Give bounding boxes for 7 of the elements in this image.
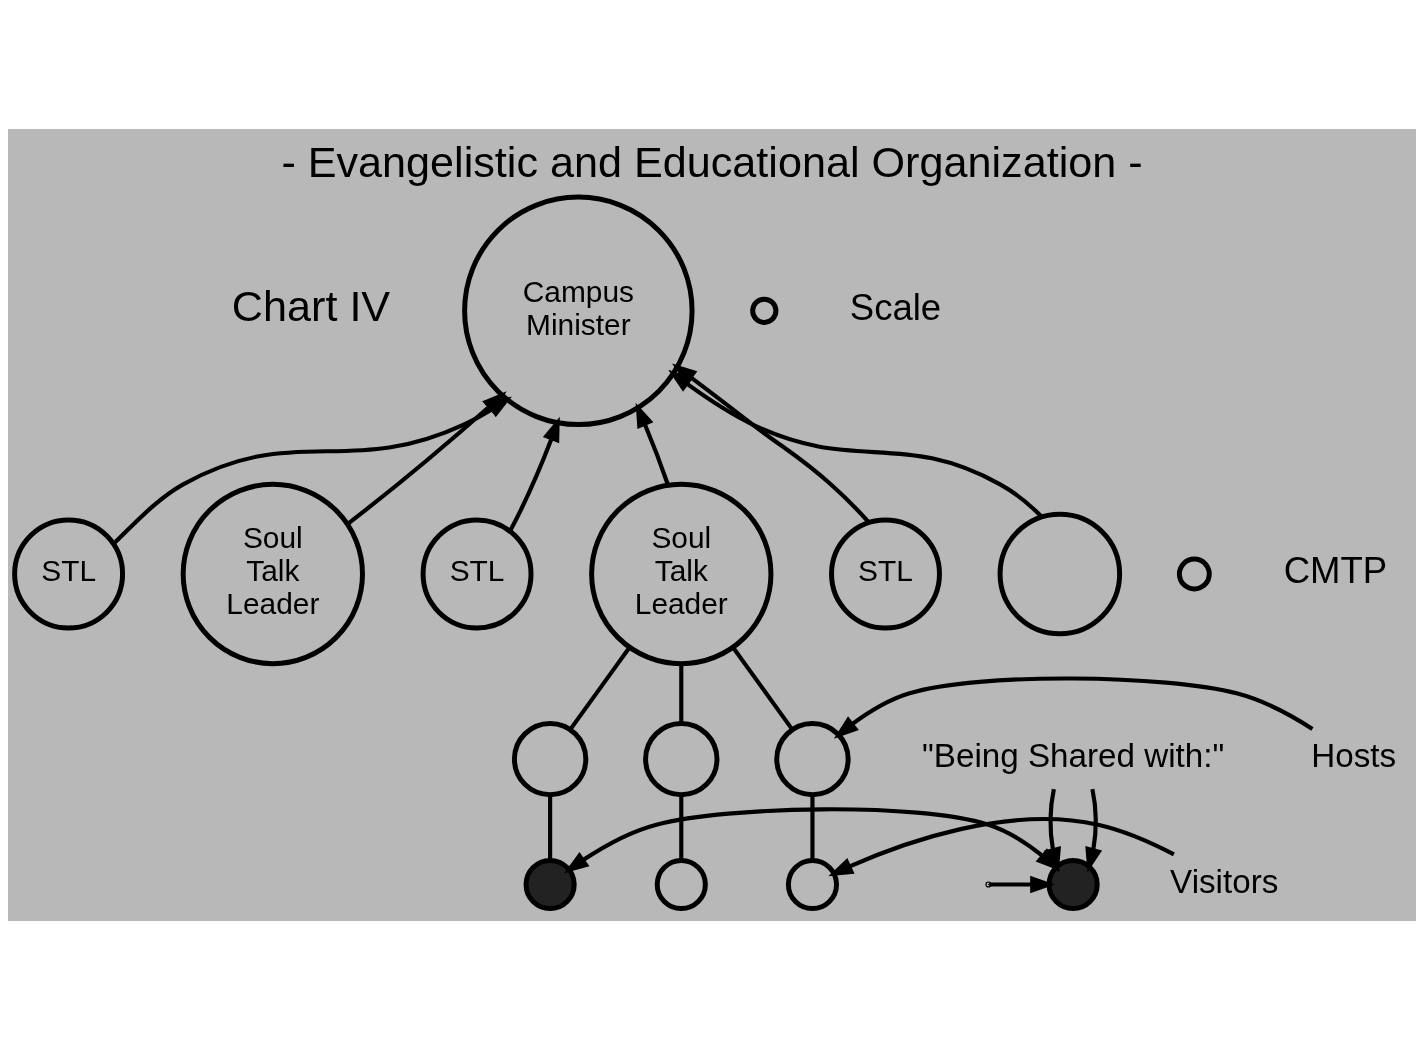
label: CMTP xyxy=(1283,550,1388,592)
node-text: Visitors xyxy=(1170,862,1279,900)
caption: Chart IV xyxy=(231,282,391,331)
diagram-title: - Evangelistic and Educational Organization - xyxy=(281,137,1143,186)
node-text: "Being Shared with:" xyxy=(922,737,1225,775)
label: Scale xyxy=(849,287,942,329)
node-text: Hosts xyxy=(1311,737,1397,775)
